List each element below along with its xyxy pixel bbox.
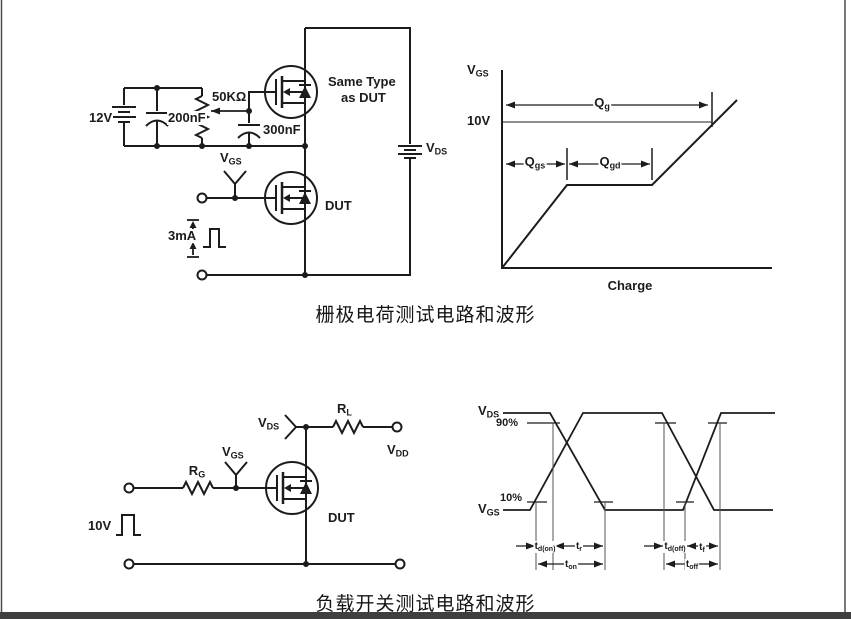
vds-waveform-label: VDS	[477, 403, 501, 420]
level-10v-label: 10V	[466, 113, 492, 129]
tr-label: tr	[574, 541, 584, 553]
cap-200nf-label: 200nF	[167, 110, 207, 126]
p90-label: 90%	[496, 417, 519, 430]
waveform-y-axis-label: VGS	[466, 62, 490, 79]
switching-caption: 负载开关测试电路和波形	[315, 593, 536, 615]
p10-label: 10%	[500, 492, 523, 505]
mosfet-dut	[263, 170, 319, 226]
t-on-label: ton	[564, 559, 578, 571]
same-type-note-line2: as DUT	[340, 90, 387, 106]
qgd-label: Qgd	[598, 154, 622, 171]
vgs-probe2-label: VGS	[221, 444, 245, 461]
t-off-label: toff	[684, 559, 700, 571]
supply-12v-label: 12V	[88, 110, 114, 126]
vds-supply-label: VDS	[425, 140, 449, 157]
rg-label: RG	[187, 463, 207, 480]
vdd-label: VDD	[386, 442, 410, 459]
pulse-10v-label: 10V	[87, 518, 113, 534]
tf-label: tf	[698, 542, 706, 554]
gate-charge-circuit-art	[112, 27, 422, 281]
mosfet-dut-switching	[264, 460, 320, 516]
dut-label: DUT	[324, 198, 353, 214]
gate-charge-caption: 栅极电荷测试电路和波形	[315, 304, 536, 326]
cap-300nf-label: 300nF	[262, 122, 302, 138]
pot-50k-label: 50KΩ	[211, 89, 248, 105]
td-on-label: td(on)	[533, 541, 557, 553]
mosfet-same-type	[263, 64, 319, 120]
switching-circuit-art	[116, 414, 406, 570]
td-off-label: td(off)	[663, 541, 687, 553]
vgs-probe-label: VGS	[219, 150, 243, 167]
charge-axis-label: Charge	[607, 278, 653, 293]
same-type-note-line1: Same Type	[327, 74, 397, 90]
current-3ma-label: 3mA	[167, 228, 198, 244]
dut2-label: DUT	[327, 510, 356, 526]
vds-probe-label: VDS	[257, 415, 281, 432]
qgs-label: Qgs	[523, 154, 547, 171]
qg-label: Qg	[593, 95, 611, 112]
vgs-waveform-label: VGS	[477, 501, 501, 518]
rl-label: RL	[336, 401, 353, 418]
